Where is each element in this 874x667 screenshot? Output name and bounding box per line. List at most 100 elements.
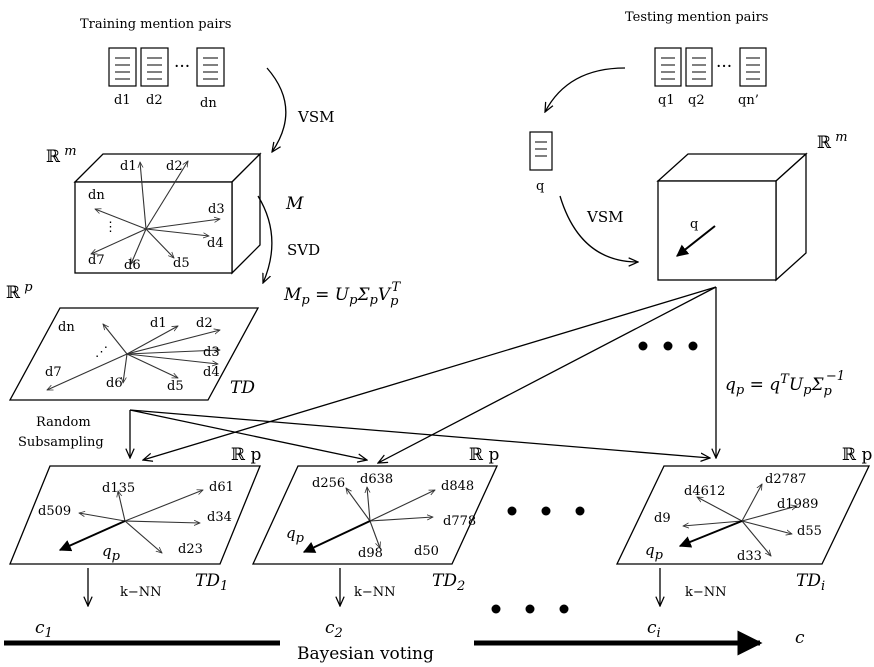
training-title: Training mention pairs [80, 17, 231, 32]
project-arrow-1 [143, 286, 717, 460]
query-space-cube [656, 152, 808, 282]
rp-sub2-label: ℝ p [469, 445, 500, 465]
testing-doc-label: q1 [658, 93, 675, 108]
tdi-label: TDi [796, 571, 825, 594]
tdi-vectors [678, 484, 797, 556]
td2-vectors [302, 487, 435, 553]
testing-title: Testing mention pairs [625, 10, 768, 25]
rm-left-label: ℝ m [46, 144, 77, 167]
testing-ellipsis: ··· [716, 57, 732, 77]
bayesian-voting-label: Bayesian voting [297, 644, 434, 664]
ci-label: ci [647, 618, 661, 641]
td2-label: TD2 [432, 571, 465, 594]
c2-label: c2 [325, 618, 343, 641]
testing-doc-qn-icon [739, 47, 767, 87]
training-doc-label: d1 [114, 93, 131, 108]
rp-main-label: ℝ p [6, 280, 33, 303]
td-plane-vector-label: d4 [203, 365, 220, 380]
training-ellipsis: ··· [174, 57, 190, 77]
td-plane-vector-label: d2 [196, 316, 213, 331]
td1-vector-label: d34 [207, 510, 232, 525]
tdi-vector-label: d1989 [777, 497, 818, 512]
td1-vectors [58, 490, 203, 553]
tdi-vector-label: d9 [654, 511, 671, 526]
cube-vector-label: d4 [207, 236, 224, 251]
cube-vectors [91, 161, 220, 264]
matrix-m-label: M [285, 194, 304, 214]
cube-vector-label: dn [88, 188, 105, 203]
svd-label: SVD [287, 241, 320, 259]
cube-vector-label: d3 [208, 202, 225, 217]
more-subspaces-ellipsis [507, 506, 585, 516]
qp-equation: qp = qTUpΣp−1 [725, 369, 845, 399]
td1-label: TD1 [195, 571, 228, 594]
tdi-vector-label: d2787 [765, 472, 806, 487]
vsm-train-arrow [266, 67, 287, 152]
project-arrow-2 [378, 286, 717, 463]
td2-vector-label: d778 [443, 514, 476, 529]
td-plane-vector-label: dn [58, 320, 75, 335]
td-plane-vector-label: d7 [45, 365, 62, 380]
svd-arrow [257, 195, 273, 283]
training-doc-d1-icon [108, 47, 137, 87]
td-label: TD [230, 378, 255, 398]
mp-equation: Mp = UpΣpVpT [283, 280, 401, 309]
td2-vector-label: d638 [360, 472, 393, 487]
cube-vector-label: d5 [173, 256, 190, 271]
td1-vector-label: d135 [102, 481, 135, 496]
td-plane-vector-label: d3 [203, 345, 220, 360]
subsample-arrow-i [129, 409, 710, 458]
td-plane-vectors [47, 324, 220, 391]
cube-vector-label: d1 [120, 159, 137, 174]
td-plane-vector-label: d1 [150, 316, 167, 331]
testing-doc-label: q2 [688, 93, 705, 108]
td-plane-vector-label: d5 [167, 379, 184, 394]
knn-label-1: k−NN [120, 585, 162, 600]
testing-doc-q1-icon [654, 47, 682, 87]
rp-sub1-label: ℝ p [231, 445, 262, 465]
tdi-vector-label: d33 [737, 549, 762, 564]
vsm-train-label: VSM [297, 108, 334, 126]
cube-vector-label: d2 [166, 159, 183, 174]
random-subsampling-label: Subsampling [18, 435, 104, 450]
query-vector-label: q [690, 217, 698, 232]
tdi-vector-label: d55 [797, 524, 822, 539]
tdi-vector-label: d4612 [684, 484, 725, 499]
knn-label-2: k−NN [354, 585, 396, 600]
td1-vector-label: d23 [178, 542, 203, 557]
td2-vector-label: d50 [414, 544, 439, 559]
td1-vector-label: d509 [38, 504, 71, 519]
td1-vector-label: d61 [209, 480, 234, 495]
c1-label: c1 [35, 618, 53, 641]
td2-vector-label: d98 [358, 546, 383, 561]
td-plane-vector-label: d6 [106, 376, 123, 391]
cube-vector-label: d7 [88, 253, 105, 268]
query-doc-icon [529, 131, 553, 171]
query-doc-label: q [536, 179, 544, 194]
rm-left-symbol: ℝ [46, 147, 61, 167]
term-space-cube [73, 152, 262, 275]
vsm-test-arrow [559, 195, 638, 262]
training-doc-label: d2 [146, 93, 163, 108]
rp-subi-label: ℝ p [842, 445, 873, 465]
training-doc-dn-icon [196, 47, 225, 87]
training-doc-label: dn [200, 96, 217, 111]
training-doc-d2-icon [140, 47, 169, 87]
more-arrows-ellipsis [638, 341, 698, 351]
testing-doc-label: qn’ [738, 93, 759, 108]
knn-label-i: k−NN [685, 585, 727, 600]
cube-vector-label: d6 [124, 258, 141, 273]
vsm-test-label: VSM [586, 208, 623, 226]
td2-vector-label: d256 [312, 476, 345, 491]
subsample-arrow-2 [129, 409, 367, 460]
td2-vector-label: d848 [441, 479, 474, 494]
td-plane-ellipsis: ⋰ [95, 345, 108, 360]
final-class-label: c [795, 628, 805, 648]
testing-doc-q2-icon [685, 47, 713, 87]
query-vector [676, 225, 716, 257]
select-query-arrow [545, 67, 626, 112]
td2-plane [251, 465, 499, 565]
rm-right-label: ℝ m [817, 130, 848, 153]
cube-ellipsis: ⋮ [104, 220, 117, 235]
